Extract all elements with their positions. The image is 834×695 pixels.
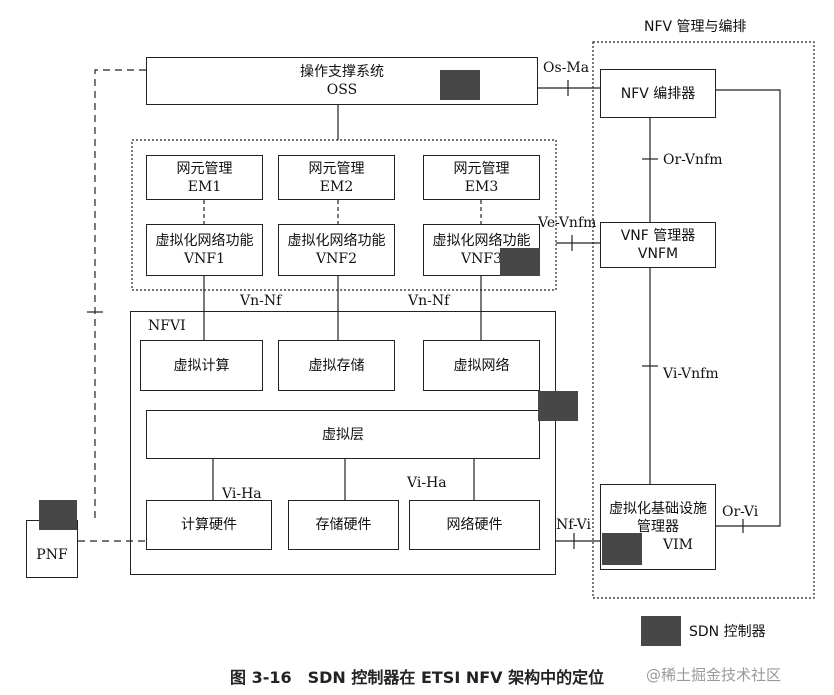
oss-line1: 操作支撑系统 — [300, 64, 384, 80]
virtual-network-label: 虚拟网络 — [453, 357, 510, 374]
or-vnfm-label: Or-Vnfm — [663, 152, 723, 168]
vnfm-line1: VNF 管理器 — [620, 228, 696, 244]
nfvi-label: NFVI — [148, 318, 186, 334]
sdn-controller-marker-vim — [602, 533, 642, 565]
vn-nf-label-2: Vn-Nf — [408, 293, 450, 309]
vnfm-box: VNF 管理器 VNFM — [600, 222, 716, 268]
mano-dotted-frame — [592, 41, 815, 599]
em1-line2: EM1 — [187, 178, 222, 195]
vnf1-line1: 虚拟化网络功能 — [155, 233, 254, 249]
network-hardware-label: 网络硬件 — [446, 517, 503, 533]
virtual-compute-box: 虚拟计算 — [140, 340, 263, 391]
em2-line2: EM2 — [319, 178, 354, 195]
em2-line1: 网元管理 — [308, 160, 365, 177]
virtualization-layer-box: 虚拟层 — [146, 410, 540, 459]
vnf1-box: 虚拟化网络功能 VNF1 — [146, 224, 263, 276]
virtual-network-box: 虚拟网络 — [423, 340, 540, 391]
vi-ha-label-1: Vi-Ha — [222, 486, 262, 502]
pnf-oss-dashed-link — [94, 69, 146, 520]
vnf2-box: 虚拟化网络功能 VNF2 — [278, 224, 395, 276]
sdn-controller-marker-oss — [440, 70, 480, 100]
vnf2-line1: 虚拟化网络功能 — [287, 233, 386, 249]
orchestrator-label: NFV 编排器 — [620, 85, 696, 102]
vi-vnfm-label: Vi-Vnfm — [663, 366, 719, 382]
vnf1-line2: VNF1 — [184, 251, 225, 267]
vim-line2: 管理器 — [637, 519, 679, 535]
em3-line1: 网元管理 — [453, 160, 510, 177]
em3-box: 网元管理 EM3 — [423, 155, 540, 200]
compute-hardware-label: 计算硬件 — [181, 517, 237, 533]
pnf-label: PNF — [36, 547, 68, 563]
vi-ha-label-2: Vi-Ha — [407, 475, 447, 491]
em1-line1: 网元管理 — [176, 160, 233, 177]
vn-nf-label-1: Vn-Nf — [240, 293, 282, 309]
legend-swatch — [641, 616, 681, 646]
vnf3-line2: VNF3 — [461, 251, 502, 267]
storage-hardware-label: 存储硬件 — [315, 517, 372, 533]
vnfm-line2: VNFM — [637, 246, 679, 262]
ve-vnfm-label: Ve-Vnfm — [538, 215, 597, 231]
or-vi-link — [716, 89, 781, 527]
watermark: @稀土掘金技术社区 — [646, 666, 782, 684]
em1-box: 网元管理 EM1 — [146, 155, 263, 200]
virtualization-layer-label: 虚拟层 — [322, 426, 364, 443]
or-vi-label: Or-Vi — [722, 504, 759, 520]
nf-vi-label: Nf-Vi — [556, 517, 591, 533]
storage-hardware-box: 存储硬件 — [288, 500, 399, 550]
nfvi-frame — [130, 311, 556, 575]
network-hardware-box: 网络硬件 — [409, 500, 540, 550]
mano-title: NFV 管理与编排 — [644, 19, 747, 35]
compute-hardware-box: 计算硬件 — [146, 500, 272, 550]
virtual-storage-box: 虚拟存储 — [278, 340, 395, 391]
legend-label: SDN 控制器 — [689, 624, 766, 640]
vim-line3: VIM — [663, 537, 693, 553]
figure-caption: 图 3-16 SDN 控制器在 ETSI NFV 架构中的定位 — [230, 668, 605, 687]
virtual-storage-label: 虚拟存储 — [308, 357, 365, 374]
sdn-controller-marker-vnf3 — [500, 248, 540, 276]
sdn-controller-marker-pnf — [39, 500, 77, 530]
os-ma-label: Os-Ma — [543, 60, 590, 76]
sdn-controller-marker-nfvi — [538, 391, 578, 421]
virtual-compute-label: 虚拟计算 — [173, 357, 230, 374]
vnf2-line2: VNF2 — [316, 251, 357, 267]
oss-line2: OSS — [326, 82, 358, 98]
vim-line1: 虚拟化基础设施 — [609, 501, 707, 517]
vnf3-line1: 虚拟化网络功能 — [432, 233, 531, 249]
vnf-dotted-frame — [131, 139, 557, 291]
em2-box: 网元管理 EM2 — [278, 155, 395, 200]
orchestrator-box: NFV 编排器 — [600, 69, 716, 118]
em3-line2: EM3 — [464, 178, 499, 195]
